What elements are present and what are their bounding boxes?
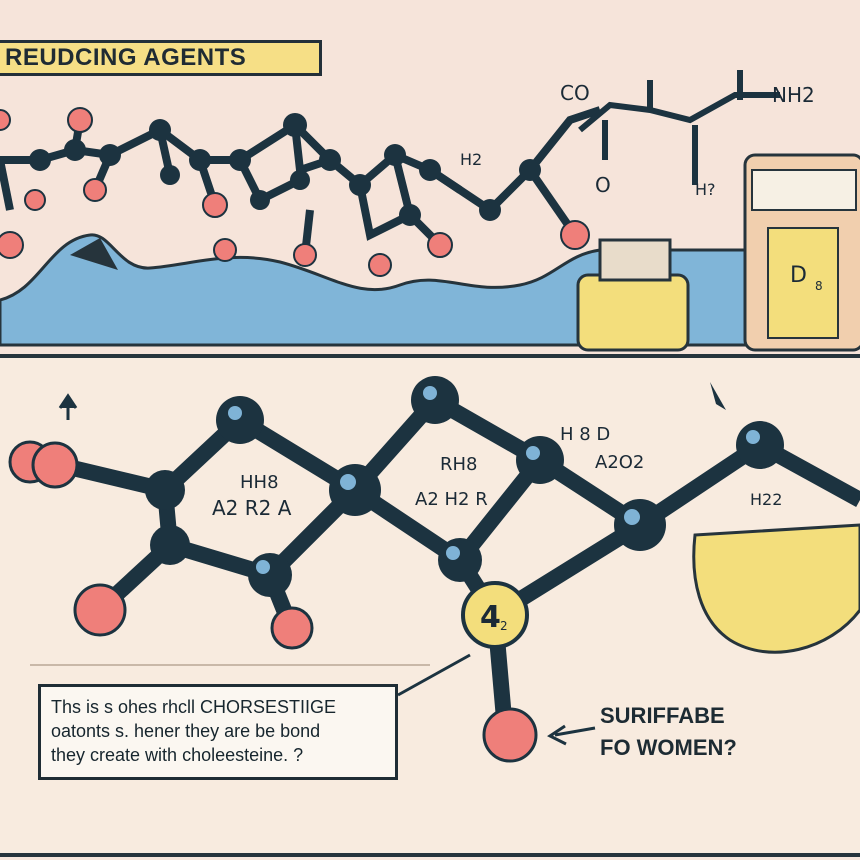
ring1-bottom-label: A2 R2 A xyxy=(212,496,292,520)
right-ring-label: H22 xyxy=(750,490,782,509)
ring2-top-label: RH8 xyxy=(440,454,478,475)
formula-top-label: H 8 D xyxy=(560,424,610,445)
side-label-line1: SURIFFABE xyxy=(600,703,725,728)
small-jar-lid xyxy=(598,238,672,282)
jar-label-sub: 8 xyxy=(815,279,823,293)
large-jar-label xyxy=(767,227,839,339)
up-arrow-icon xyxy=(58,393,78,420)
side-label-line2: FO WOMEN? xyxy=(600,735,737,760)
bottom-red-atoms xyxy=(8,440,538,763)
large-jar-lid xyxy=(751,169,857,211)
note-line: oatonts s. hener they are be bond xyxy=(51,721,321,741)
top-molecule-red-atoms xyxy=(0,107,590,277)
ring2-bottom-label: A2 H2 R xyxy=(415,489,488,510)
cursor-arrow-icon xyxy=(710,382,726,410)
yellow-atom-sub: 2 xyxy=(500,619,508,633)
jar-label-text: D xyxy=(790,263,807,288)
note-line: Ths is s ohes rhcll CHORSESTIIGE xyxy=(51,697,337,717)
pointer-arrow-icon xyxy=(547,724,596,746)
h-question-label: H? xyxy=(695,180,716,199)
yellow-atom-label: 4 xyxy=(480,600,501,635)
h2-label: H2 xyxy=(460,150,482,169)
yellow-flask xyxy=(692,523,860,654)
yellow-atom xyxy=(461,581,529,649)
side-label: SURIFFABE FO WOMEN? xyxy=(600,700,737,764)
note-box: Ths is s ohes rhcll CHORSESTIIGE oatonts… xyxy=(38,684,398,780)
nh2-label: NH2 xyxy=(772,83,815,107)
ring1-top-label: HH8 xyxy=(240,472,279,493)
small-jar xyxy=(576,273,690,352)
title-banner: REUDCING AGENTS xyxy=(0,40,322,76)
top-molecule-atoms xyxy=(29,113,541,226)
wave-shadow xyxy=(70,238,118,270)
co-label: CO xyxy=(560,81,590,105)
o-label: O xyxy=(595,173,611,197)
callout-line xyxy=(397,653,471,697)
bottom-molecule-atoms xyxy=(145,376,784,597)
note-line: they create with choleesteine. ? xyxy=(51,745,304,765)
formula-bottom-label: A2O2 xyxy=(595,452,644,473)
atom-highlights xyxy=(228,386,760,574)
top-right-chain xyxy=(578,70,780,185)
